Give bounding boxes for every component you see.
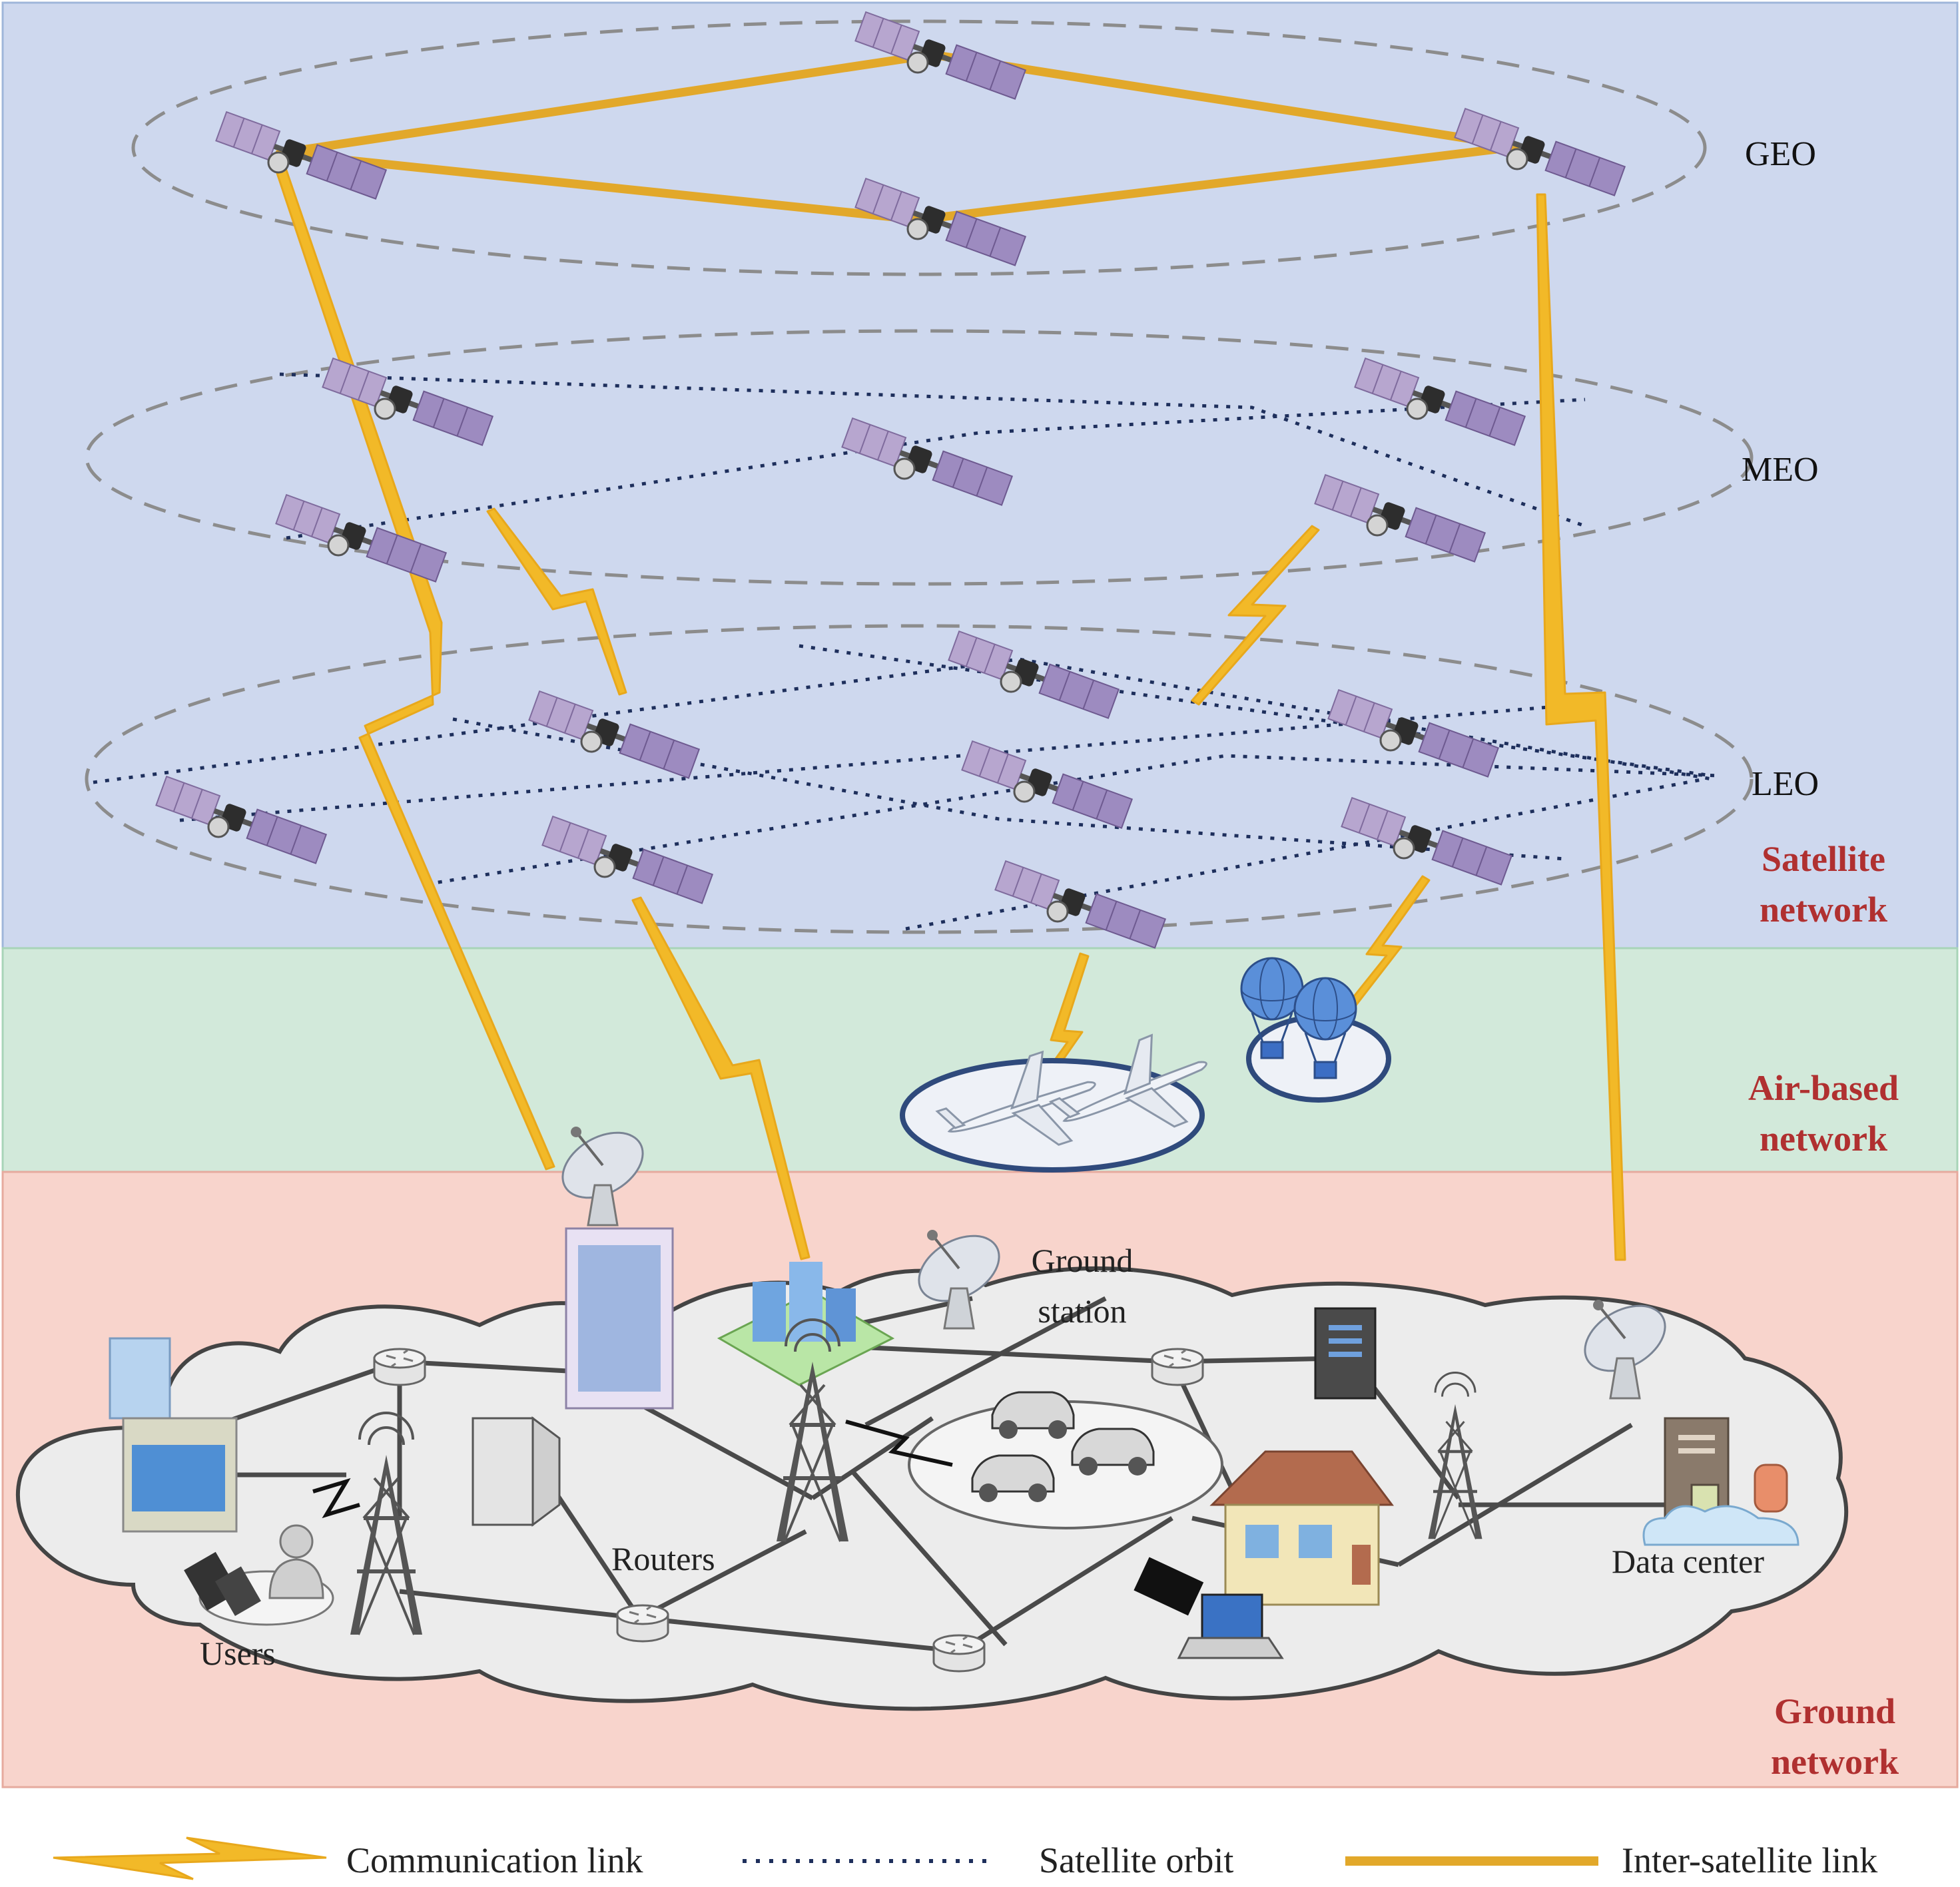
comm-link-geo-datacenter	[1536, 193, 1626, 1261]
legend-communication-link-label: Communication link	[346, 1840, 643, 1880]
communication-links	[273, 161, 1626, 1261]
geo-orbit	[131, 19, 1707, 276]
legend-communication-link-icon	[53, 1836, 327, 1880]
meo-label: MEO	[1742, 451, 1819, 489]
comm-link-meo-leo-right	[1191, 525, 1320, 706]
aircraft-group	[900, 1019, 1225, 1179]
house	[1209, 1450, 1394, 1606]
tablet-laptop	[1134, 1557, 1284, 1659]
comm-link-geo-ground	[273, 161, 555, 1171]
router-icon	[373, 1348, 426, 1386]
user-group	[184, 1524, 334, 1626]
router-icon	[932, 1634, 986, 1673]
car-group	[908, 1391, 1223, 1529]
legend: Communication link Satellite orbit Inter…	[53, 1836, 1877, 1880]
switch-rack	[472, 1416, 561, 1527]
users-label: Users	[200, 1635, 276, 1672]
data-center	[1642, 1417, 1799, 1546]
city-block	[717, 1262, 895, 1386]
router-icon	[1151, 1348, 1204, 1386]
orbit-rings	[85, 19, 1754, 934]
legend-satellite-orbit-label: Satellite orbit	[1039, 1840, 1233, 1880]
wireless-link-user	[312, 1478, 360, 1519]
router-icon	[616, 1604, 669, 1643]
comm-link-leo-ground	[631, 896, 811, 1260]
office-building-left	[109, 1337, 238, 1533]
leo-orbit	[85, 624, 1754, 934]
leo-label: LEO	[1752, 765, 1819, 803]
routers-label: Routers	[611, 1540, 715, 1577]
wireless-link-car	[845, 1420, 953, 1467]
highrise-building	[565, 1227, 674, 1410]
data-center-label: Data center	[1612, 1543, 1764, 1580]
balloon-group	[1240, 957, 1391, 1103]
meo-orbit	[85, 329, 1754, 586]
comm-link-meo-leo-left	[486, 507, 627, 696]
legend-inter-satellite-link-label: Inter-satellite link	[1622, 1840, 1877, 1880]
server-tower	[1314, 1307, 1377, 1400]
geo-label: GEO	[1745, 135, 1816, 173]
